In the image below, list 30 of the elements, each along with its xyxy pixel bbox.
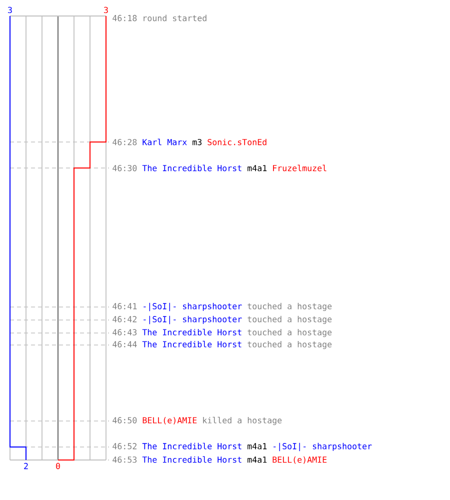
- label: The Incredible Horst: [142, 456, 242, 463]
- log-entry: 46:53 The Incredible Horst m4a1 BELL(e)AMIE: [112, 456, 327, 464]
- label: The Incredible Horst: [142, 164, 242, 172]
- label: 46:30: [112, 164, 137, 172]
- label: m4a1: [248, 456, 267, 463]
- label: m4a1: [248, 165, 267, 172]
- score-number: 0: [56, 462, 60, 470]
- label: 46:52: [112, 443, 136, 450]
- log-entry: 46:50 BELL(e)AMIE killed a hostage: [112, 416, 282, 426]
- log-entry: 46:44 The Incredible Horst touched a hostage: [112, 340, 332, 350]
- label: Karl Marx: [142, 138, 187, 146]
- log-entry: 46:43 The Incredible Horst touched a hostage: [112, 328, 332, 338]
- log-entry: 46:18 round started: [112, 14, 206, 22]
- label: Sonic.sTonEd: [208, 138, 266, 146]
- label: 46:28: [112, 138, 137, 146]
- log-entry: 46:41 -|SoI|- sharpshooter touched a hostage: [112, 302, 332, 312]
- log-entry: 46:28 Karl Marx m3 Sonic.sTonEd: [112, 138, 266, 146]
- log-entry: 46:52 The Incredible Horst m4a1 -|SoI|- sharpshooter: [112, 442, 372, 452]
- label: The Incredible Horst: [142, 442, 242, 450]
- log-entry: 46:30 The Incredible Horst m4a1 Fruzelmuzel: [112, 164, 326, 172]
- score-number: 2: [24, 462, 28, 470]
- label: Fruzelmuzel: [273, 164, 326, 172]
- label: 46:53: [112, 456, 137, 463]
- label: m4a1: [248, 443, 267, 450]
- score-number: 3: [104, 6, 108, 14]
- label: -|SoI|- sharpshooter: [274, 442, 372, 452]
- label: m3: [192, 138, 202, 146]
- score-number: 3: [8, 6, 12, 14]
- log-entry: 46:42 -|SoI|- sharpshooter touched a hostage: [112, 316, 332, 324]
- label: BELL(e)AMIE: [272, 456, 327, 464]
